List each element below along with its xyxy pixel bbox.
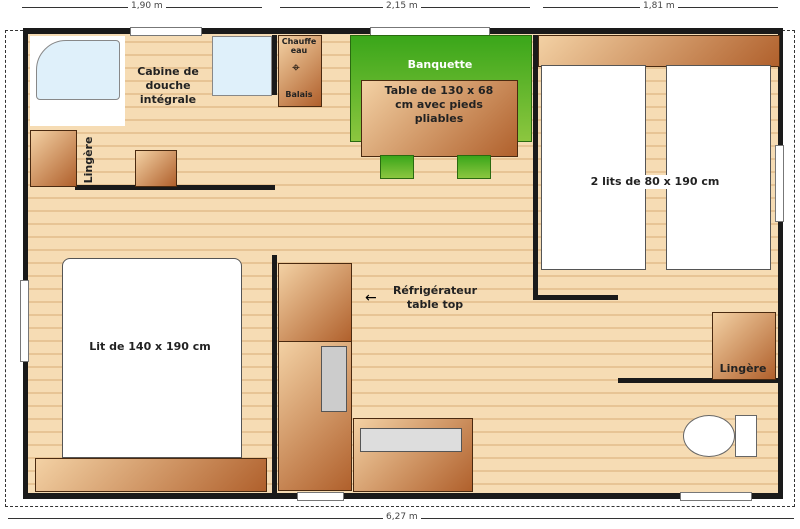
table-label: Table de 130 x 68 cm avec pieds pliables [384,84,494,125]
linen-left-label: Lingère [82,136,95,184]
wall [272,255,277,495]
wall [25,493,782,499]
broom-label: Balais [285,90,313,99]
linen-cabinet-left [30,130,77,187]
water-heater-label: Chauffe eau [281,37,317,55]
dim-right: 1,81 m [640,1,678,11]
double-bed-label: Lit de 140 x 190 cm [89,340,211,353]
toilet-tank [735,415,757,457]
wall [23,28,28,499]
linen-right-label: Lingère [719,362,767,375]
bench-label: Banquette [407,58,473,71]
linen-cabinet-right [712,312,776,380]
headboard [538,35,780,67]
wall [533,35,538,300]
bed-base [35,458,267,492]
window [130,27,202,36]
crosshair-icon: ⌖ [292,60,300,76]
wall [778,28,783,499]
twin-beds-label: 2 lits de 80 x 190 cm [580,175,730,189]
toilet [683,415,735,457]
chair [380,155,414,179]
wall [533,295,618,300]
window [680,492,752,501]
shower-label: Cabine de douche intégrale [137,65,199,106]
window [297,492,344,501]
arrow-left-icon: ← [365,290,377,306]
table [361,80,518,157]
chair [457,155,491,179]
stove [321,346,347,412]
wall [75,185,275,190]
double-bed [62,258,242,458]
window [20,280,29,362]
wall [618,378,780,383]
shower-tray [36,40,120,100]
kitchen-counter [278,341,352,491]
single-bed [666,65,771,270]
water-heater [278,35,322,107]
window [775,145,784,222]
dim-bottom: 6,27 m [383,512,421,522]
wall [272,35,277,95]
closet [135,150,177,187]
dim-middle: 2,15 m [383,1,421,11]
dim-left: 1,90 m [128,1,166,11]
single-bed [541,65,646,270]
sink [360,428,462,452]
fridge [278,263,352,343]
fridge-label: Réfrigérateur table top [392,284,478,311]
washbasin [212,36,272,96]
